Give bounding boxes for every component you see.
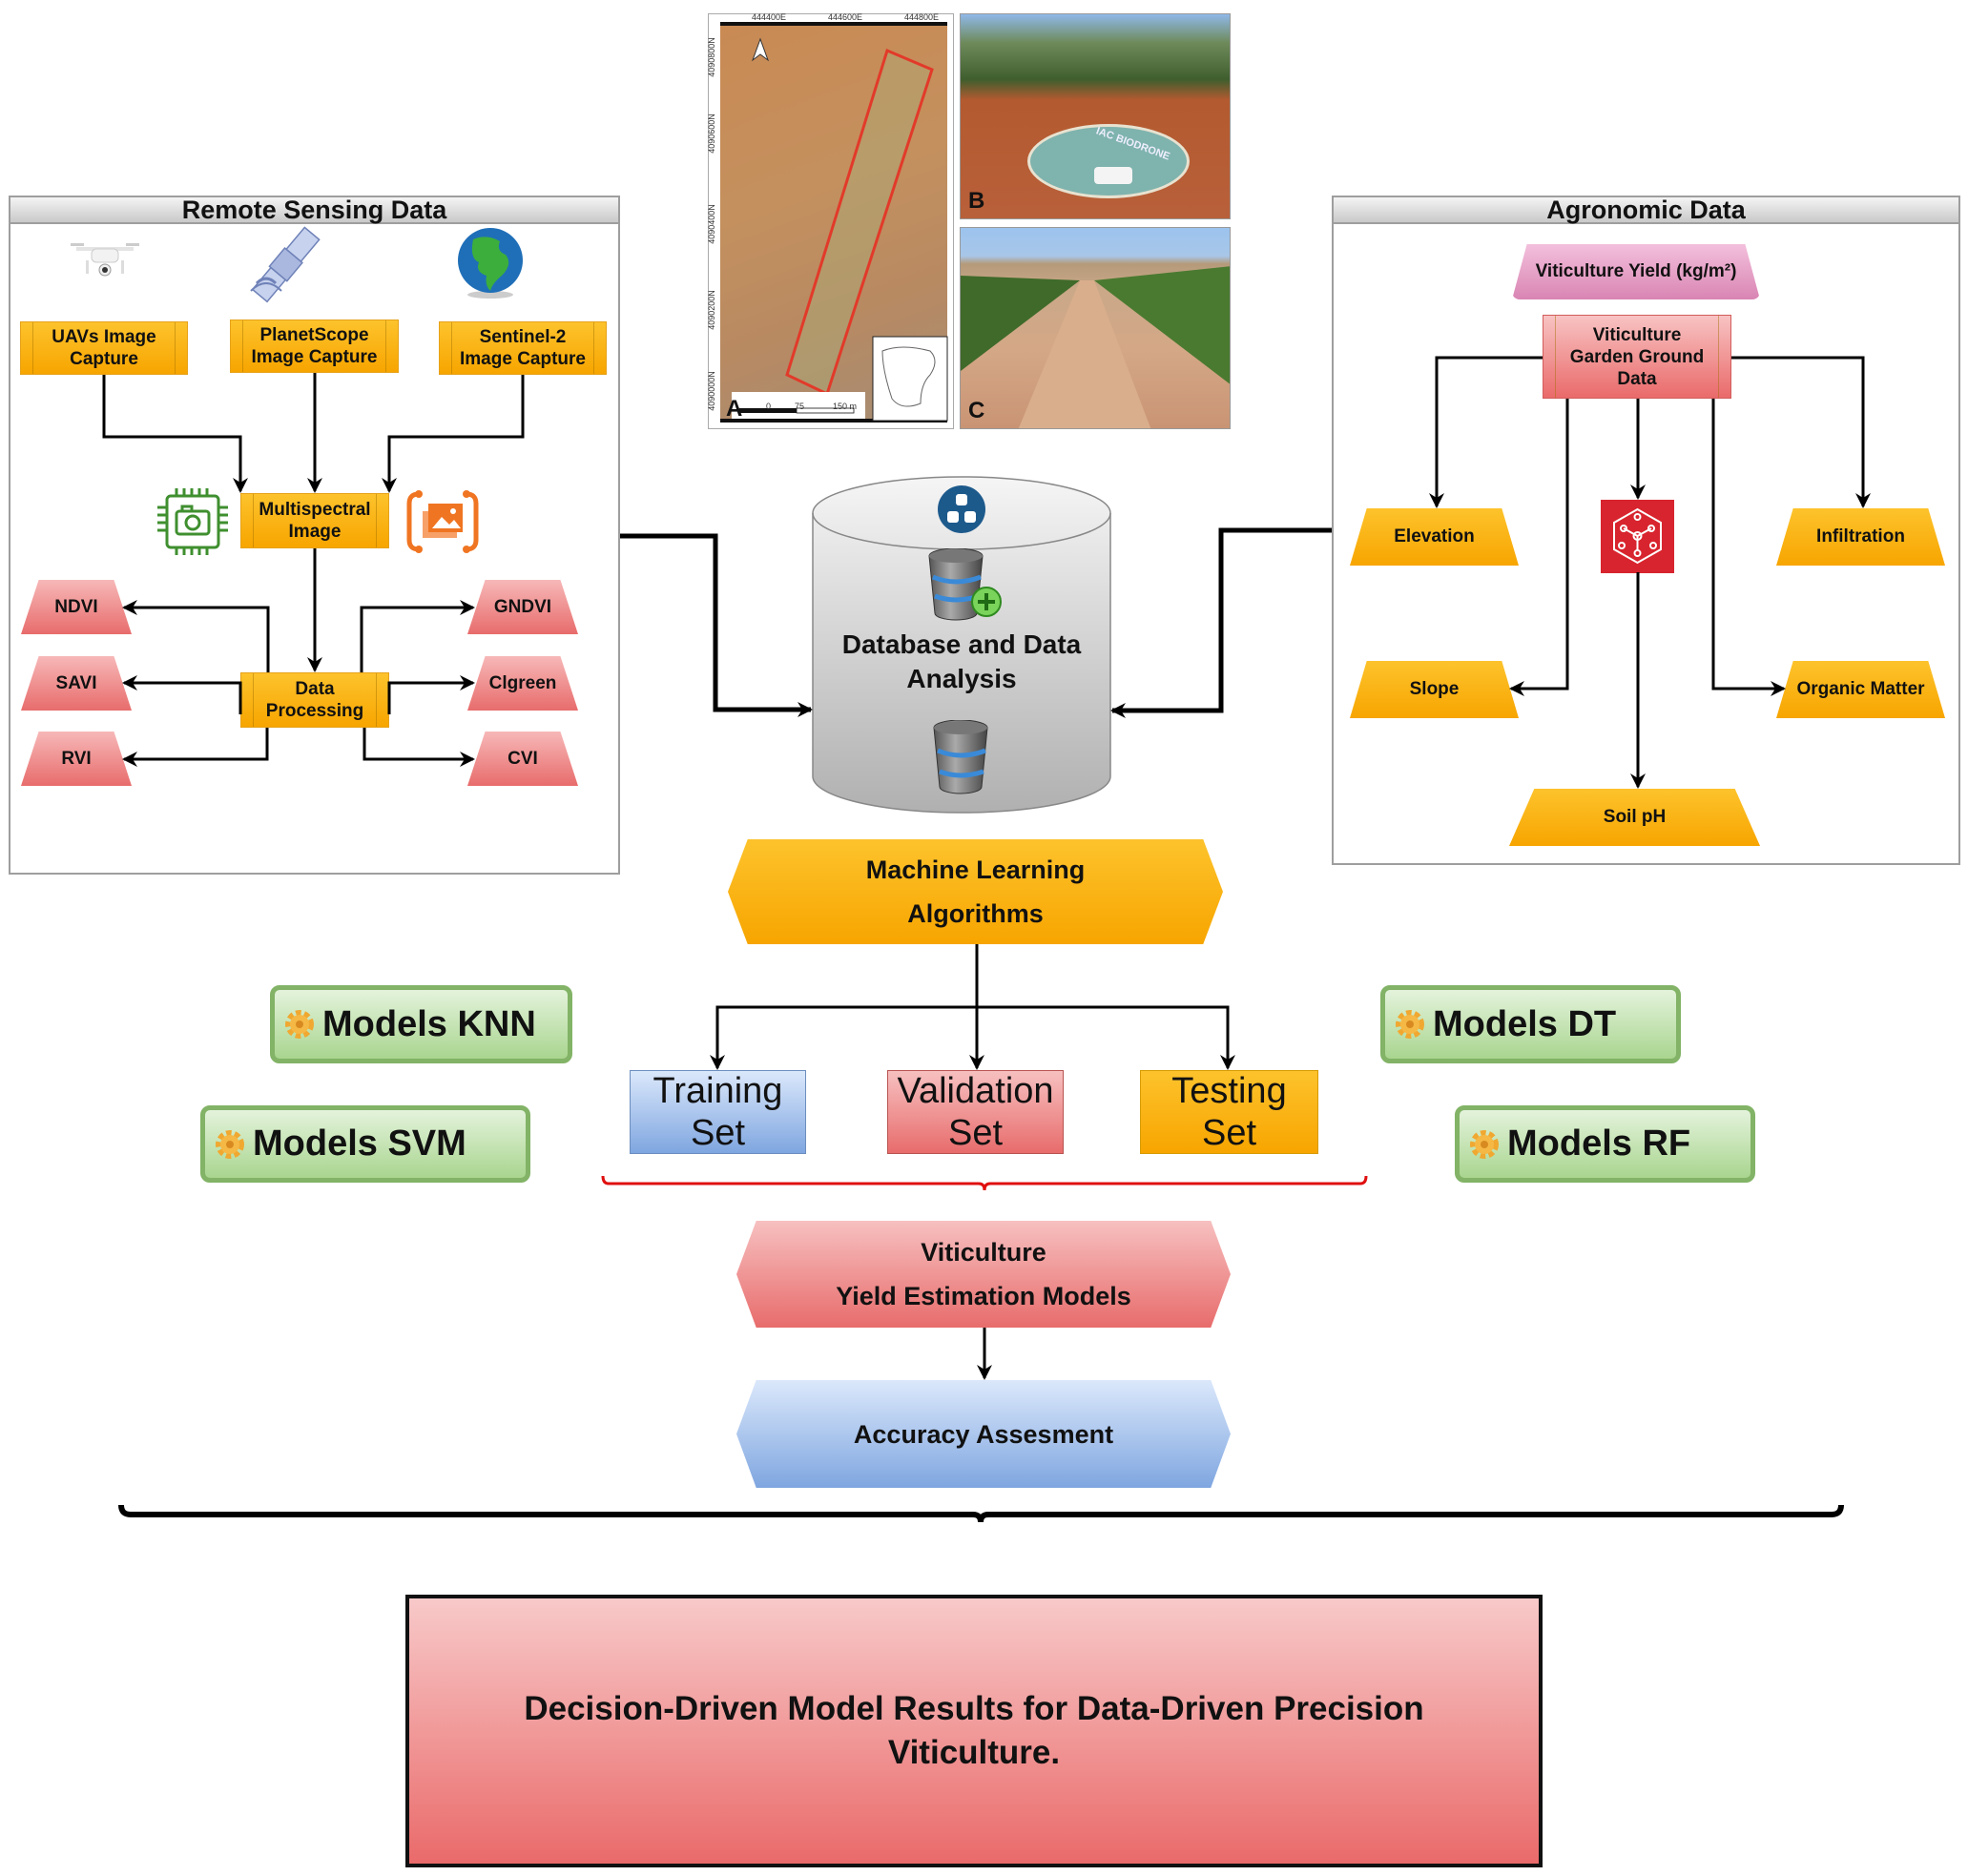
study-area-map: 444400E 444600E 444800E 4090800N 4090600… [706, 12, 954, 429]
map-x-tick: 444400E [752, 12, 787, 22]
panel-letter-c: C [968, 398, 985, 423]
map-x-tick: 444600E [828, 12, 863, 22]
index-gndvi: GNDVI [467, 580, 578, 634]
drone-icon [71, 243, 139, 277]
agronomic-title: Agronomic Data [1334, 197, 1958, 224]
database-cylinder [812, 476, 1111, 814]
north-arrow-icon [751, 37, 770, 62]
database-network-icon [938, 485, 985, 533]
arrow-agronomic-to-database [1110, 527, 1332, 718]
remote-sensing-title: Remote Sensing Data [10, 197, 618, 224]
model-dt: Models DT [1380, 985, 1681, 1063]
final-results-box: Decision-Driven Model Results for Data-D… [405, 1595, 1543, 1867]
drone-photo-icon [1094, 167, 1132, 184]
scale-bar-label: 75 [795, 402, 805, 411]
scale-bar-label: 0 [766, 402, 772, 411]
model-rf: Models RF [1455, 1105, 1755, 1183]
map-y-tick: 4090400N [706, 204, 716, 244]
accuracy-assessment-box: Accuracy Assesment [736, 1380, 1231, 1488]
viticulture-yield-box: Viticulture Yield (kg/m²) [1512, 244, 1760, 299]
var-elevation: Elevation [1350, 508, 1519, 566]
study-plot-outline [732, 37, 948, 422]
panel-letter-b: B [968, 188, 985, 214]
database-storage-icon [933, 720, 988, 794]
image-gallery-icon [406, 490, 479, 553]
var-infiltration: Infiltration [1776, 508, 1945, 566]
index-savi: SAVI [21, 656, 132, 711]
map-y-tick: 4090200N [706, 290, 716, 330]
camera-chip-icon [157, 488, 228, 555]
gear-icon [1470, 1129, 1499, 1159]
model-knn: Models KNN [270, 985, 572, 1063]
map-x-tick: 444800E [904, 12, 940, 22]
var-organic-matter: Organic Matter [1776, 661, 1945, 718]
map-y-tick: 4090600N [706, 113, 716, 154]
map-y-tick: 4090800N [706, 37, 716, 77]
drone-landing-photo: IAC BIODRONE B [960, 13, 1231, 219]
index-cvi: CVI [467, 732, 578, 786]
globe-icon [458, 228, 523, 299]
red-brace [601, 1175, 1368, 1191]
index-rvi: RVI [21, 732, 132, 786]
panel-letter-a: A [726, 396, 743, 422]
arrow-remote-to-database [620, 533, 813, 717]
gear-icon [1396, 1010, 1424, 1039]
vineyard-row-photo: C [960, 227, 1231, 429]
var-soil-ph: Soil pH [1509, 789, 1760, 846]
iberia-inset-map [872, 336, 948, 422]
database-add-icon [928, 548, 1002, 621]
black-brace [118, 1504, 1844, 1523]
map-y-tick: 4090000N [706, 371, 716, 411]
landing-pad [1027, 124, 1190, 198]
scale-bar-label: 150 m [833, 402, 858, 411]
var-slope: Slope [1350, 661, 1519, 718]
arrow-ml-to-training [710, 944, 979, 1070]
satellite-icon [250, 226, 321, 303]
gear-icon [216, 1129, 244, 1159]
arrow-ml-to-testing [977, 1005, 1235, 1070]
network-cube-icon [1601, 500, 1674, 573]
index-ndvi: NDVI [21, 580, 132, 634]
model-svm: Models SVM [200, 1105, 530, 1183]
index-clgreen: Clgreen [467, 656, 578, 711]
gear-icon [285, 1010, 314, 1039]
